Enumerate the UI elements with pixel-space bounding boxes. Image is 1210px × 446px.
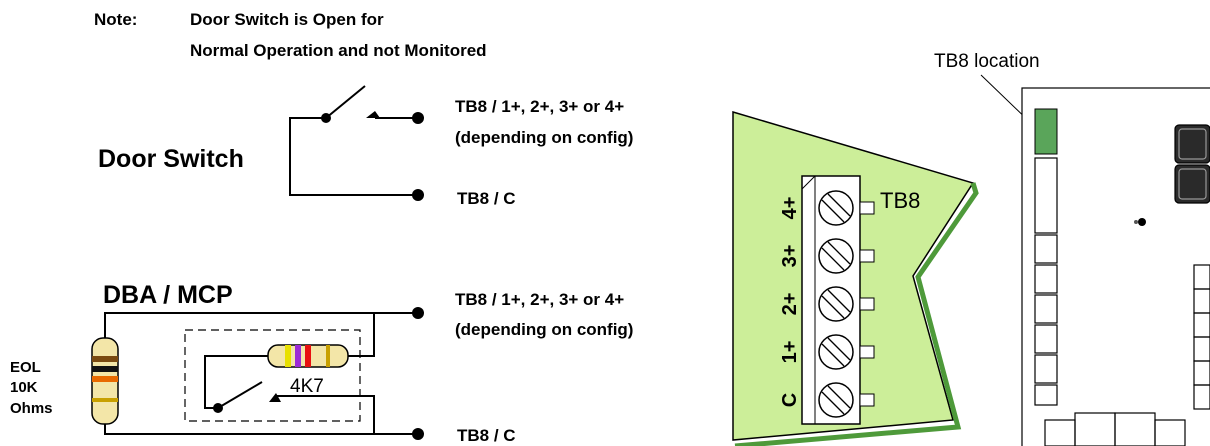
terminal-dot — [412, 112, 424, 124]
eol-line3: Ohms — [10, 400, 53, 417]
terminal-label: 4+ — [779, 197, 801, 220]
door-switch-circuit — [289, 85, 418, 196]
note-line2: Normal Operation and not Monitored — [190, 41, 487, 60]
terminal-label: 1+ — [779, 341, 801, 364]
inner-resistor-label: 4K7 — [290, 376, 324, 397]
switch-contact — [269, 393, 281, 402]
door-term-top-1: TB8 / 1+, 2+, 3+ or 4+ — [455, 97, 624, 116]
terminal-dot — [412, 307, 424, 319]
eol-line1: EOL — [10, 359, 41, 376]
dba-term-top-1: TB8 / 1+, 2+, 3+ or 4+ — [455, 290, 624, 309]
board-led-icon — [1138, 218, 1146, 226]
terminal-screw-icon — [818, 382, 875, 418]
eol-line2: 10K — [10, 379, 38, 396]
tb8-location-label: TB8 location — [934, 51, 1040, 72]
door-term-bottom: TB8 / C — [457, 189, 516, 208]
eol-resistor-icon — [91, 337, 119, 425]
terminal-label: 2+ — [779, 293, 801, 316]
terminal-screw-icon — [818, 190, 875, 226]
terminal-dot — [412, 428, 424, 440]
pcb-board — [1021, 87, 1210, 446]
note-label: Note: — [94, 10, 137, 29]
terminal-label: C — [779, 393, 801, 407]
note-line1: Door Switch is Open for — [190, 10, 384, 29]
terminal-screw-icon — [818, 238, 875, 274]
terminal-screws — [818, 190, 875, 418]
terminal-dot — [412, 189, 424, 201]
switch-contact — [366, 111, 380, 118]
tb8-panel-edge — [734, 182, 979, 446]
door-switch-title: Door Switch — [98, 145, 244, 173]
tb8-label: TB8 — [880, 188, 920, 213]
switch-pivot — [321, 113, 331, 123]
resistor-4k7-icon — [267, 344, 349, 368]
board-mark-icon — [1134, 220, 1138, 224]
dba-term-top-2: (depending on config) — [455, 320, 633, 339]
door-term-top-2: (depending on config) — [455, 128, 633, 147]
switch-pivot — [213, 403, 223, 413]
dba-mcp-title: DBA / MCP — [103, 281, 233, 309]
dba-term-bottom: TB8 / C — [457, 426, 516, 445]
terminal-labels: 4+ 3+ 2+ 1+ C — [779, 197, 801, 408]
terminal-label: 3+ — [779, 245, 801, 268]
dba-circuit — [104, 312, 418, 435]
terminal-screw-icon — [818, 286, 875, 322]
terminal-screw-icon — [818, 334, 875, 370]
